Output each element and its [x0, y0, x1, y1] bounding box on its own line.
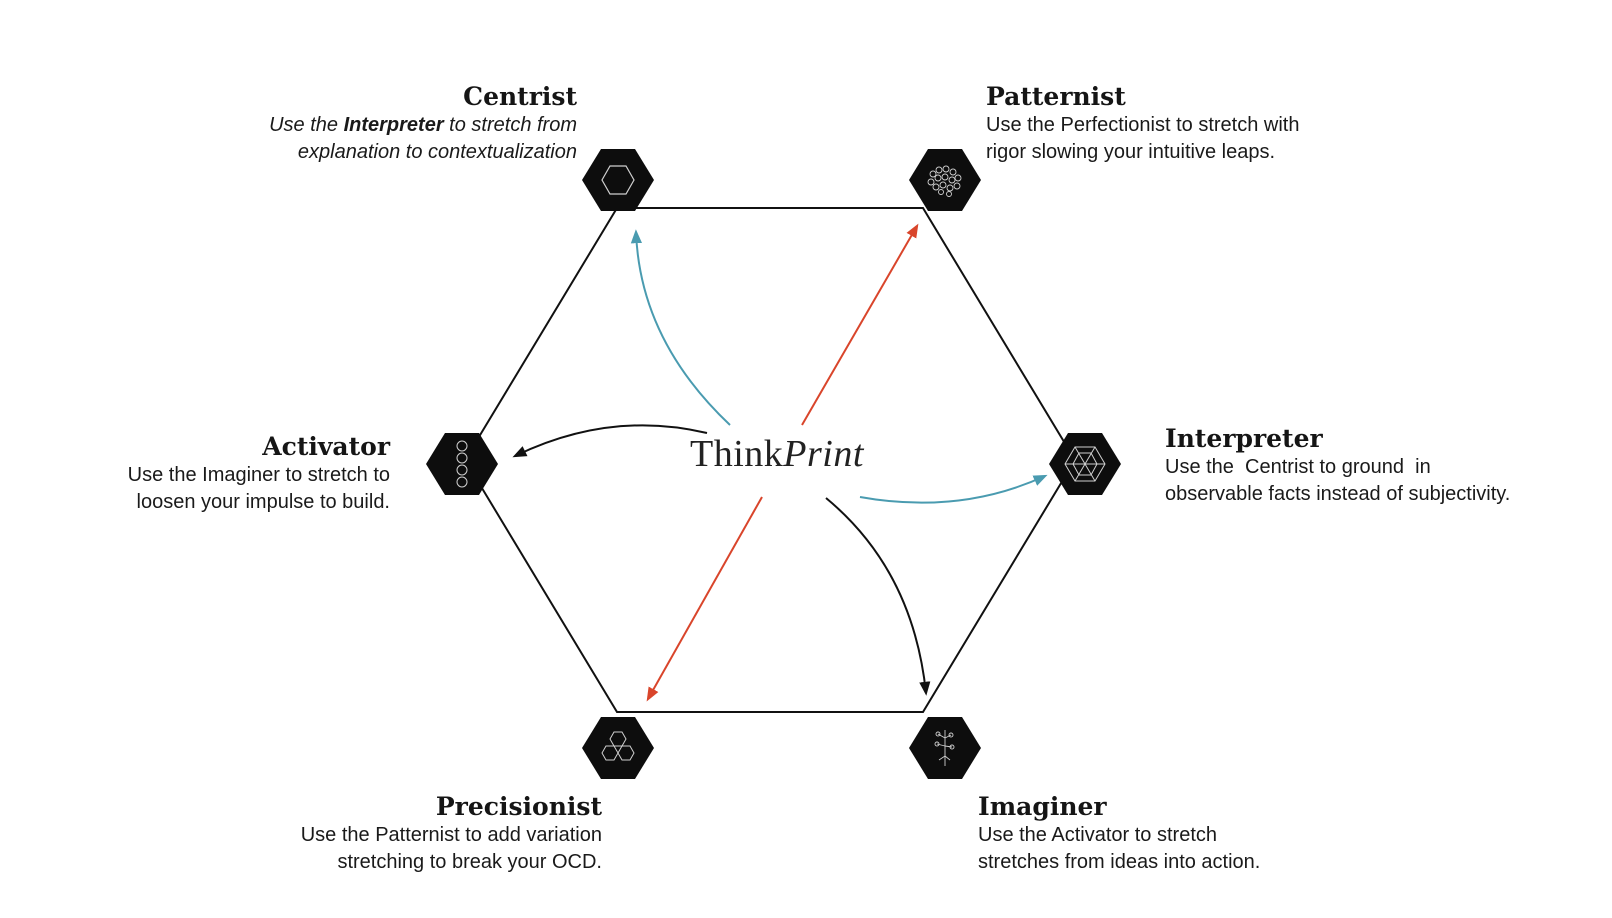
branching-sketch-icon — [934, 730, 955, 766]
centrist-desc-line2: explanation to contextualization — [297, 141, 577, 163]
precisionist-title: Precisionist — [435, 792, 602, 821]
hexagon-outline-icon — [601, 165, 635, 195]
activator-desc-line1: Use the Imaginer to stretch to — [127, 464, 390, 486]
arrow-to-activator — [512, 424, 708, 458]
arrow-to-precisionist — [646, 496, 763, 702]
stacked-circles-icon — [456, 440, 468, 488]
logo-print: Print — [783, 433, 864, 475]
patternist-badge — [909, 149, 981, 211]
interpreter-desc-line1: Use the Centrist to ground in — [1165, 456, 1431, 478]
activator-badge — [426, 433, 498, 495]
precisionist-badge — [582, 717, 654, 779]
interpreter-badge — [1049, 433, 1121, 495]
arrow-to-interpreter — [859, 474, 1048, 504]
patternist-label: Patternist Use the Perfectionist to stre… — [986, 82, 1299, 166]
imaginer-label: Imaginer Use the Activator to stretch st… — [978, 792, 1260, 876]
imaginer-title: Imaginer — [978, 792, 1107, 821]
three-hexagons-icon — [601, 731, 635, 761]
interpreter-title: Interpreter — [1165, 424, 1323, 453]
imaginer-desc-line1: Use the Activator to stretch — [978, 824, 1217, 846]
centrist-label: Centrist Use the Interpreter to stretch … — [269, 82, 577, 166]
interpreter-desc-line2: observable facts instead of subjectivity… — [1165, 483, 1511, 505]
centrist-desc-pre: Use the — [269, 114, 344, 136]
interpreter-label: Interpreter Use the Centrist to ground i… — [1165, 424, 1510, 508]
activator-desc-line2: loosen your impulse to build. — [136, 491, 390, 513]
precisionist-label: Precisionist Use the Patternist to add v… — [301, 792, 602, 876]
patternist-desc-line2: rigor slowing your intuitive leaps. — [986, 141, 1276, 163]
centrist-desc-bold: Interpreter — [343, 114, 444, 136]
arrow-to-imaginer — [825, 497, 931, 696]
patternist-desc-line1: Use the Perfectionist to stretch with — [986, 114, 1300, 136]
centrist-desc-post: to stretch from — [443, 114, 577, 136]
precisionist-desc-line2: stretching to break your OCD. — [337, 851, 602, 873]
centrist-badge — [582, 149, 654, 211]
arrow-to-patternist — [801, 223, 919, 426]
arrow-to-centrist — [630, 229, 731, 426]
thinkprint-logo: ThinkPrint — [690, 432, 864, 476]
activator-label: Activator Use the Imaginer to stretch to… — [128, 432, 390, 516]
concentric-hexagon-icon — [1064, 446, 1106, 482]
activator-title: Activator — [262, 432, 390, 461]
precisionist-desc-line1: Use the Patternist to add variation — [300, 824, 602, 846]
hexagon-cluster-pattern-icon — [927, 165, 962, 197]
patternist-title: Patternist — [986, 82, 1126, 111]
logo-think: Think — [690, 433, 784, 475]
imaginer-desc-line2: stretches from ideas into action. — [978, 851, 1261, 873]
imaginer-badge — [909, 717, 981, 779]
centrist-title: Centrist — [463, 82, 577, 111]
centrist-desc-line1: Use the Interpreter to stretch from — [269, 112, 577, 139]
